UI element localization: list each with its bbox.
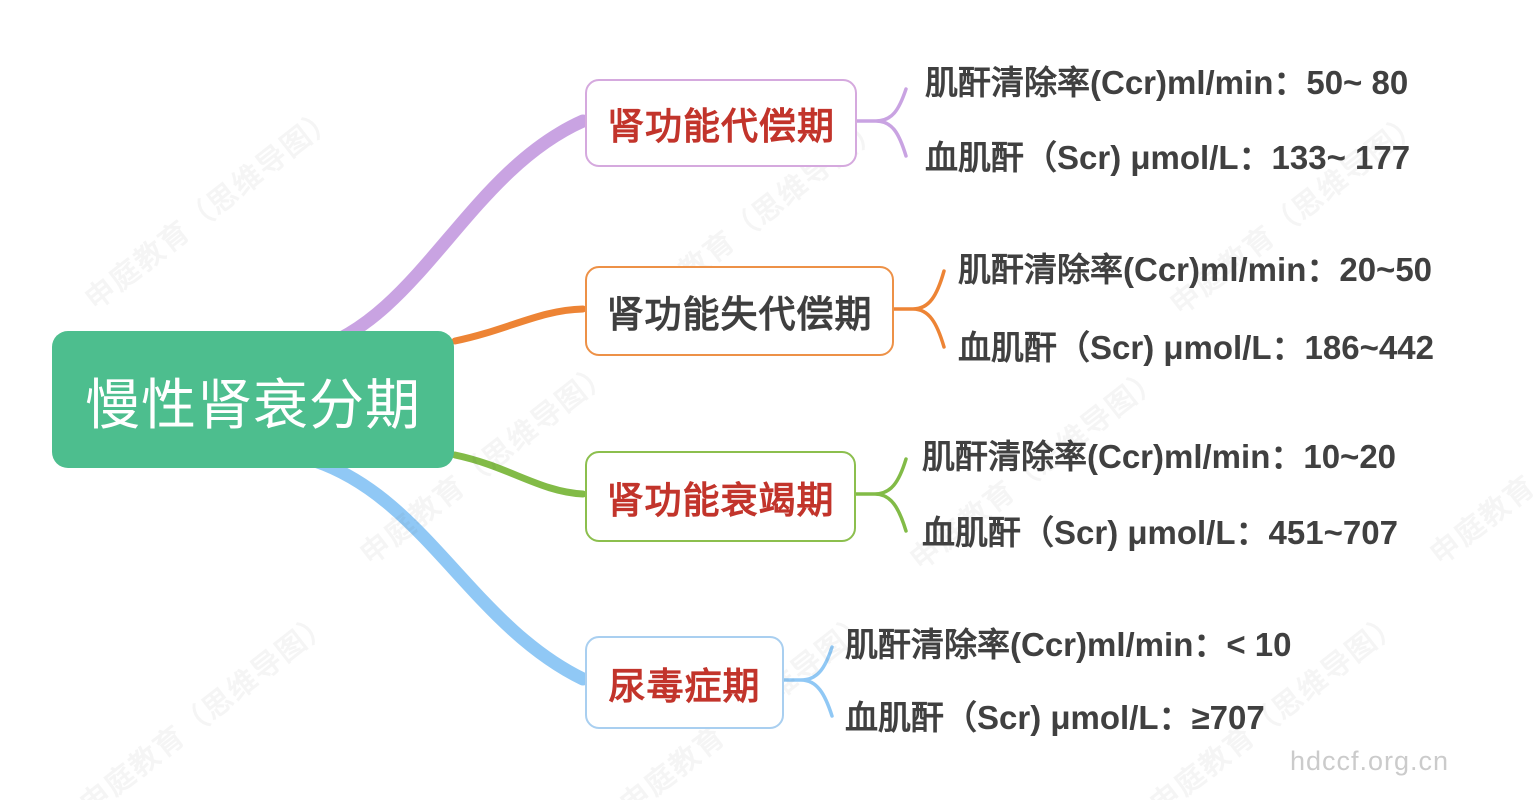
leaf-node-ccr[interactable]: 肌酐清除率(Ccr)ml/min：50~ 80: [925, 64, 1409, 101]
branch3-curve: [451, 451, 587, 498]
root-node-chronic-renal-failure-staging[interactable]: 慢性肾衰分期: [52, 331, 454, 468]
branch2-curve: [451, 305, 587, 345]
root-node-label: 慢性肾衰分期: [84, 373, 421, 436]
leaf-node-ccr[interactable]: 肌酐清除率(Ccr)ml/min：10~20: [922, 438, 1397, 475]
leaf-node-ccr[interactable]: 肌酐清除率(Ccr)ml/min：< 10: [845, 626, 1292, 663]
stage-node-label: 肾功能代偿期: [607, 106, 835, 147]
branch3-leaf-fork: [850, 457, 908, 533]
stage-node-decompensated[interactable]: 肾功能失代偿期: [585, 266, 894, 356]
stage-node-label: 肾功能衰竭期: [606, 479, 835, 521]
branch4-curve: [308, 454, 590, 686]
leaf-node-ccr[interactable]: 肌酐清除率(Ccr)ml/min：20~50: [958, 251, 1433, 288]
branch4-leaf-fork: [778, 645, 834, 718]
leaf-node-scr[interactable]: 血肌酐（Scr) μmol/L：186~442: [958, 329, 1434, 366]
stage-node-compensated[interactable]: 肾功能代偿期: [585, 79, 857, 167]
stage-node-label: 肾功能失代偿期: [606, 294, 873, 335]
leaf-node-scr[interactable]: 血肌酐（Scr) μmol/L：≥707: [845, 699, 1265, 736]
site-watermark: hdccf.org.cn: [1290, 746, 1450, 776]
leaf-node-scr[interactable]: 血肌酐（Scr) μmol/L：451~707: [922, 514, 1398, 551]
branch2-leaf-fork: [888, 269, 946, 349]
leaf-node-scr[interactable]: 血肌酐（Scr) μmol/L：133~ 177: [925, 139, 1411, 176]
stage-node-failure[interactable]: 肾功能衰竭期: [585, 451, 856, 542]
branch1-leaf-fork: [851, 87, 908, 158]
stage-node-uremia[interactable]: 尿毒症期: [585, 636, 784, 729]
stage-node-label: 尿毒症期: [608, 665, 761, 707]
